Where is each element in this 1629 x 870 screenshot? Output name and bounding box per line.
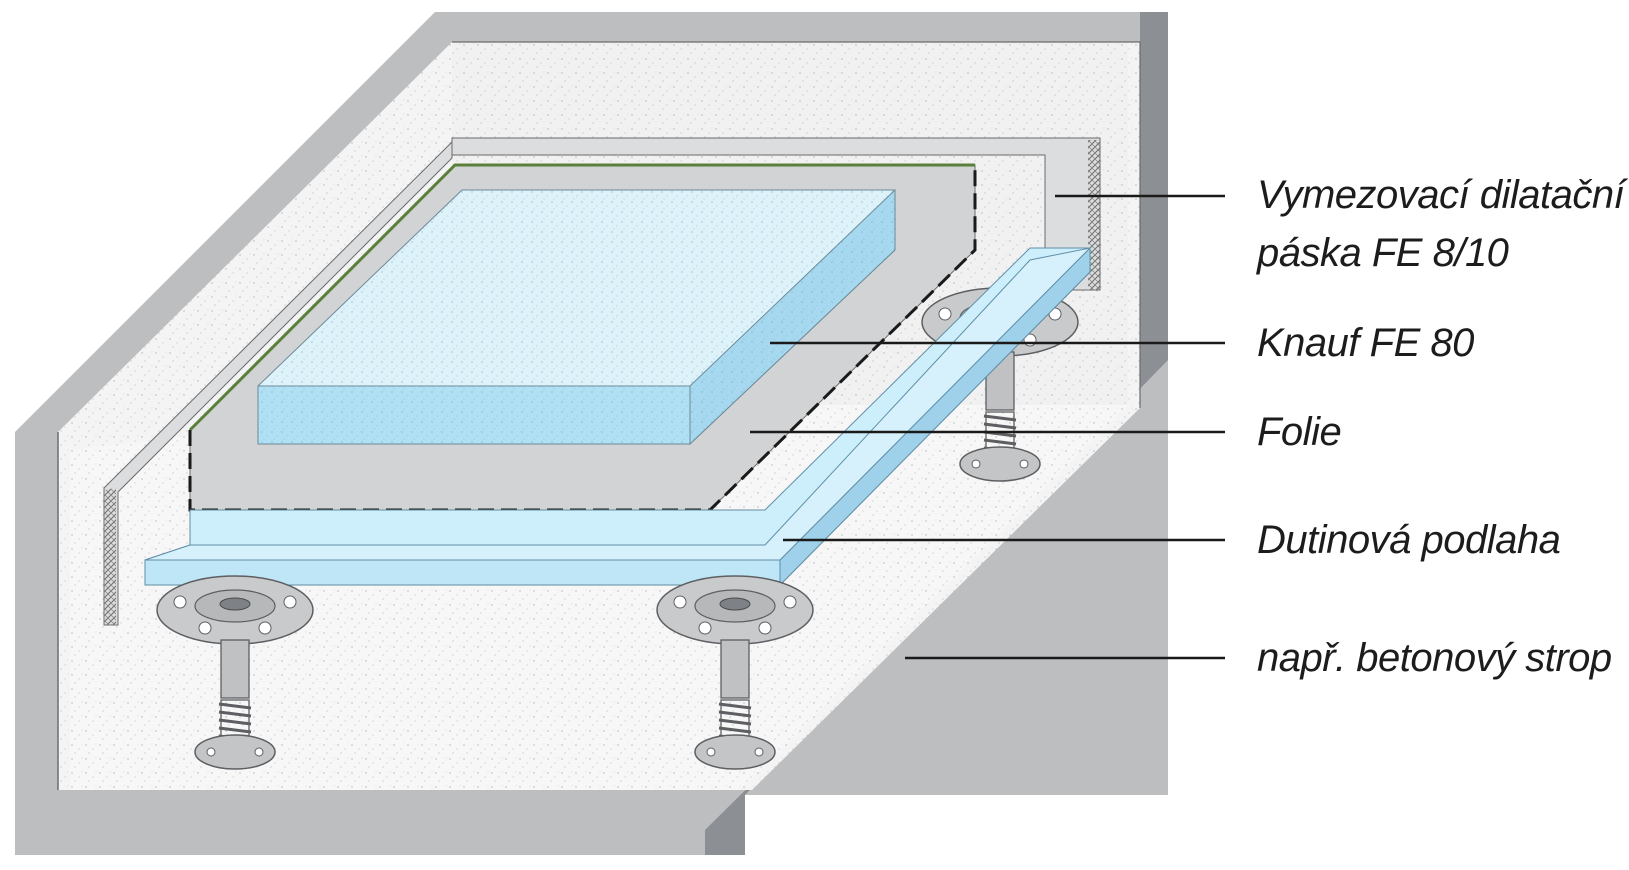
label-expansion-strip-line-1: Vymezovací dilatační [1257, 173, 1629, 217]
label-cavity-floor: Dutinová podlaha [1257, 518, 1560, 562]
board-inner-surface [144, 247, 1092, 561]
knauf-fe80-board [257, 188, 896, 446]
label-knauf-fe80: Knauf FE 80 [1257, 321, 1474, 365]
foil-green-edge [188, 163, 975, 432]
strip-left-hatch [104, 488, 116, 625]
leader-lines [750, 194, 1225, 660]
label-concrete-ceiling: např. betonový strop [1257, 636, 1612, 680]
callout-labels: Vymezovací dilatační páska FE 8/10 Knauf… [1256, 173, 1629, 680]
cavity-floor-board [144, 246, 1092, 587]
wall-edge-back [452, 41, 1141, 408]
label-expansion-strip-line-2: páska FE 8/10 [1256, 231, 1509, 275]
fe80-side-texture [690, 190, 895, 444]
label-foil: Folie [1257, 410, 1341, 454]
expansion-strip [103, 137, 1101, 626]
strip-back-hatch [1088, 140, 1100, 290]
fe80-front-texture [258, 386, 690, 444]
label-expansion-strip: Vymezovací dilatační páska FE 8/10 [1256, 173, 1629, 275]
